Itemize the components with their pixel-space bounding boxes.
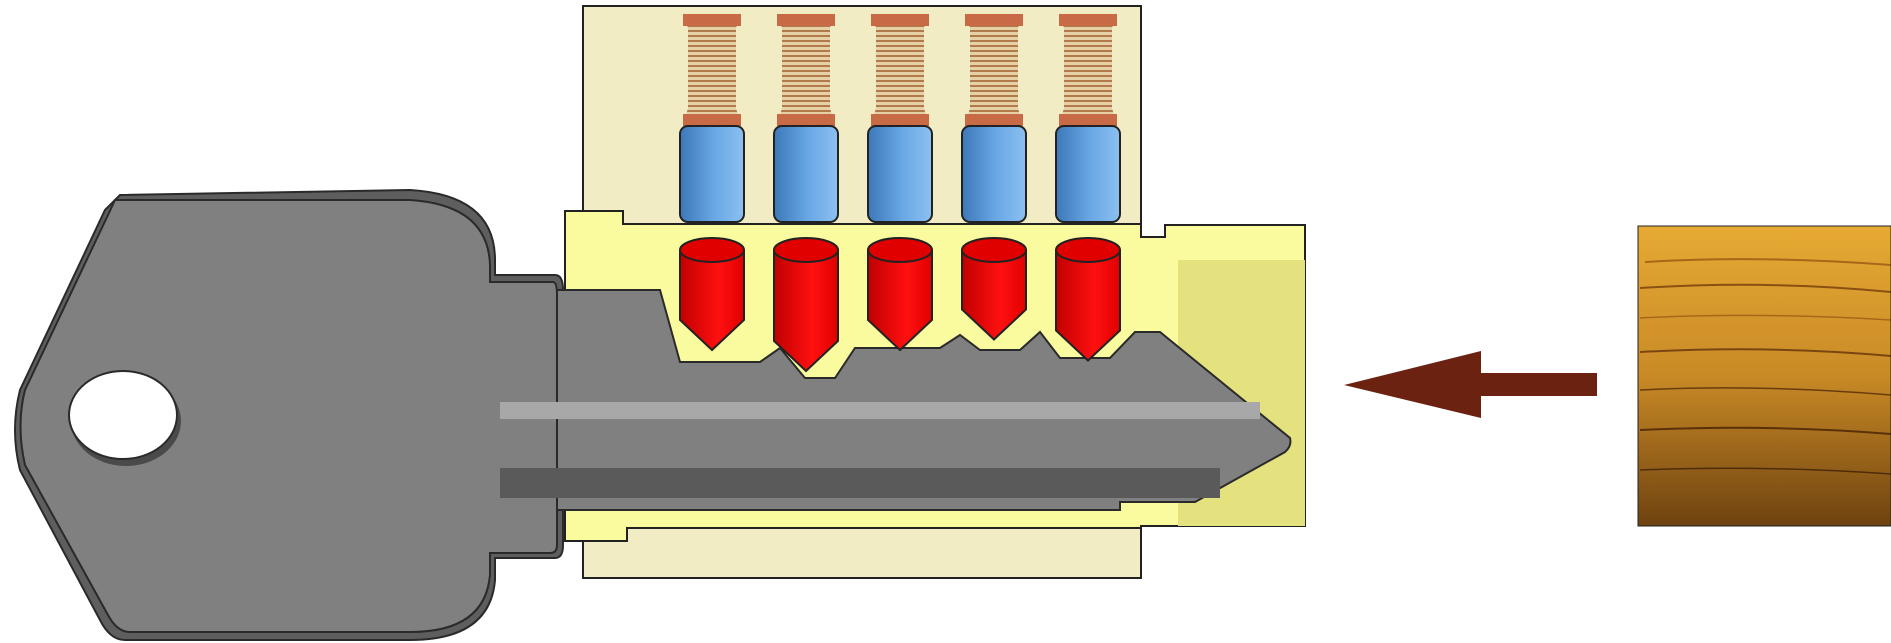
driver-pin <box>961 125 1027 223</box>
wood-block <box>1638 226 1891 526</box>
driver-pin <box>773 125 839 223</box>
spring-cap <box>777 114 835 126</box>
key-pin-top <box>773 237 839 263</box>
arrow-left-icon <box>1344 351 1597 418</box>
spring <box>1059 14 1117 126</box>
spring-cap <box>871 114 929 126</box>
key-pin-top <box>679 237 745 263</box>
spring-cap <box>683 14 741 26</box>
arrow-shape <box>1344 351 1597 418</box>
wood-grain <box>1639 426 1891 435</box>
wood-grain <box>1639 387 1891 396</box>
spring <box>871 14 929 126</box>
driver-pin <box>1055 125 1121 223</box>
spring-cap <box>1059 114 1117 126</box>
wood-block-edge <box>1637 225 1891 527</box>
spring-cap <box>965 14 1023 26</box>
key-ridge-light <box>500 402 1260 419</box>
driver-pin-stacks <box>679 14 1121 223</box>
key-pin-top <box>867 237 933 263</box>
spring-cap <box>871 14 929 26</box>
wood-grain <box>1639 467 1891 475</box>
spring-cap <box>965 114 1023 126</box>
spring-cap <box>1059 14 1117 26</box>
spring <box>965 14 1023 126</box>
key-blade <box>489 289 1292 511</box>
key-pin-top <box>961 237 1027 263</box>
wood-block-icon <box>1637 225 1891 527</box>
housing-upper <box>582 5 1142 225</box>
driver-pin <box>867 125 933 223</box>
spring <box>777 14 835 126</box>
spring-cap <box>683 114 741 126</box>
driver-pin <box>679 125 745 223</box>
key-pin-top <box>1055 237 1121 263</box>
key-pins <box>679 237 1121 373</box>
spring <box>683 14 741 126</box>
spring-cap <box>777 14 835 26</box>
housing-lower <box>582 527 1142 579</box>
wood-grain <box>1639 348 1891 357</box>
key-hole <box>68 370 178 460</box>
wood-grain <box>1644 258 1891 266</box>
cylinder-housing <box>582 5 1142 579</box>
wood-grain <box>1639 283 1891 293</box>
key-icon <box>14 188 1292 641</box>
key-bow <box>19 199 558 633</box>
key-groove-dark <box>500 468 1220 498</box>
wood-grain <box>1639 314 1891 321</box>
